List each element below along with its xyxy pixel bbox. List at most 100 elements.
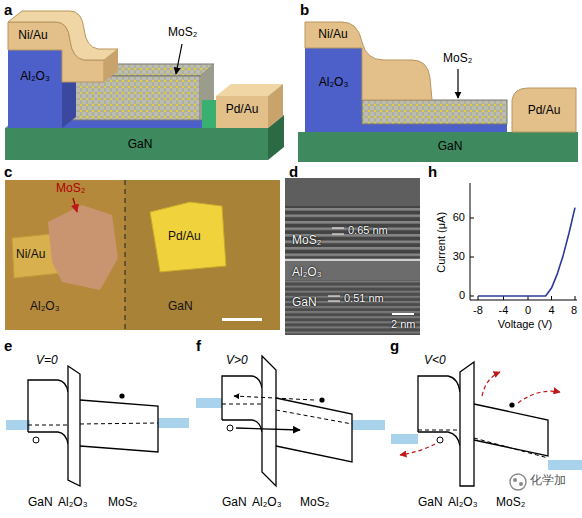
pdau-contact: Pd/Au	[216, 99, 268, 121]
panel-letter: f	[196, 337, 201, 354]
dimension: 0.51 nm	[344, 292, 384, 305]
layer-name: GaN	[222, 496, 247, 510]
scale-label: 2 nm	[391, 318, 415, 331]
axis-tick: 0	[459, 289, 465, 302]
al2o3-block: Al₂O₃	[9, 66, 61, 88]
electron	[119, 393, 124, 398]
axis-tick: 4	[548, 304, 554, 317]
layer-name: GaN	[28, 496, 53, 510]
layer-name: Al₂O₃	[292, 266, 322, 280]
watermark-icon	[510, 474, 526, 490]
al2o3-block	[305, 48, 362, 132]
boundary-line	[124, 180, 125, 330]
gan-mesa	[202, 100, 216, 128]
region-name: Al₂O₃	[30, 300, 60, 314]
layer-name: GaN	[292, 296, 317, 310]
layer-name: Al₂O₃	[448, 496, 478, 510]
watermark-icon	[513, 478, 517, 482]
node-text: GaN	[438, 140, 463, 154]
niau-top	[8, 11, 118, 60]
bias-label: V=0	[36, 354, 58, 368]
panel-letter: e	[4, 337, 12, 354]
al2o3-layer	[62, 120, 202, 128]
part-name: MoS₂	[443, 52, 472, 66]
band-edge	[28, 380, 68, 432]
barrier	[68, 366, 80, 486]
axis-tick: 60	[453, 211, 465, 224]
band-edge	[418, 432, 460, 446]
fermi-level	[28, 423, 158, 425]
panel-letter: a	[4, 1, 12, 18]
pdau-contact: Pd/Au	[515, 100, 573, 122]
tem-amorphous	[285, 178, 420, 206]
part-name: MoS₂	[168, 26, 197, 40]
metal-contact	[6, 420, 30, 430]
scale-bar	[222, 318, 262, 321]
node-text: Ni/Au	[318, 28, 347, 42]
electron	[319, 397, 324, 402]
axis-tick: 30	[453, 250, 465, 263]
al2o3-region	[5, 180, 125, 330]
axis-tick: 0	[525, 304, 531, 317]
node-text: Pd/Au	[226, 103, 259, 117]
al2o3-layer	[362, 124, 507, 132]
band-edge	[222, 376, 262, 420]
barrier	[460, 362, 474, 486]
panel-letter: d	[289, 163, 298, 180]
fermi-level	[418, 430, 548, 458]
transport-arrow	[482, 372, 500, 396]
pdau-side	[268, 84, 283, 128]
mos2-layer	[362, 100, 507, 124]
tem-al2o3	[285, 258, 420, 280]
metal-contact	[391, 434, 418, 444]
band-edge	[28, 432, 68, 444]
watermark-icon	[519, 482, 523, 486]
layer-name: Al₂O₃	[252, 496, 282, 510]
layer-name: MoS₂	[300, 496, 329, 510]
part-name: Pd/Au	[168, 230, 201, 244]
niau-contact: Ni/Au	[306, 24, 360, 46]
layer-name: GaN	[418, 496, 443, 510]
axis	[470, 183, 577, 300]
bias-label: V<0	[424, 354, 446, 368]
hole	[437, 437, 443, 443]
axis-tick: 8	[571, 304, 577, 317]
layer-name: Al₂O₃	[58, 496, 88, 510]
gan-substrate: GaN	[110, 134, 170, 156]
node-text: Pd/Au	[528, 104, 561, 118]
mos2-flake	[48, 205, 118, 290]
watermark: 化学加	[530, 474, 566, 488]
gan-substrate: GaN	[420, 136, 480, 158]
gan-front	[5, 128, 268, 160]
leader-arrow	[73, 198, 77, 212]
leader-arrow	[176, 44, 182, 74]
transport-arrow	[400, 444, 435, 455]
hole	[33, 437, 39, 443]
panel-letter: c	[4, 163, 12, 180]
layer-name: MoS₂	[496, 496, 525, 510]
tem-mos2-layers	[285, 206, 420, 258]
layer-name: MoS₂	[292, 234, 321, 248]
barrier	[262, 356, 276, 486]
al2o3-front	[8, 50, 62, 128]
electron	[509, 402, 514, 407]
band-edge	[222, 420, 262, 432]
pdau-front	[216, 96, 268, 128]
dimension: 0.65 nm	[348, 224, 388, 237]
spacing-mark	[328, 296, 340, 301]
axis-ticks	[470, 218, 474, 296]
tem-gan	[285, 280, 420, 335]
gan-layer	[298, 132, 578, 162]
band-edge	[418, 376, 460, 432]
scale-bar	[392, 313, 414, 315]
node-text: Al₂O₃	[319, 76, 349, 90]
pdau-pad	[150, 202, 226, 272]
leader-arrow	[457, 69, 458, 98]
transport-arrow	[518, 391, 560, 403]
metal-contact	[158, 418, 189, 428]
